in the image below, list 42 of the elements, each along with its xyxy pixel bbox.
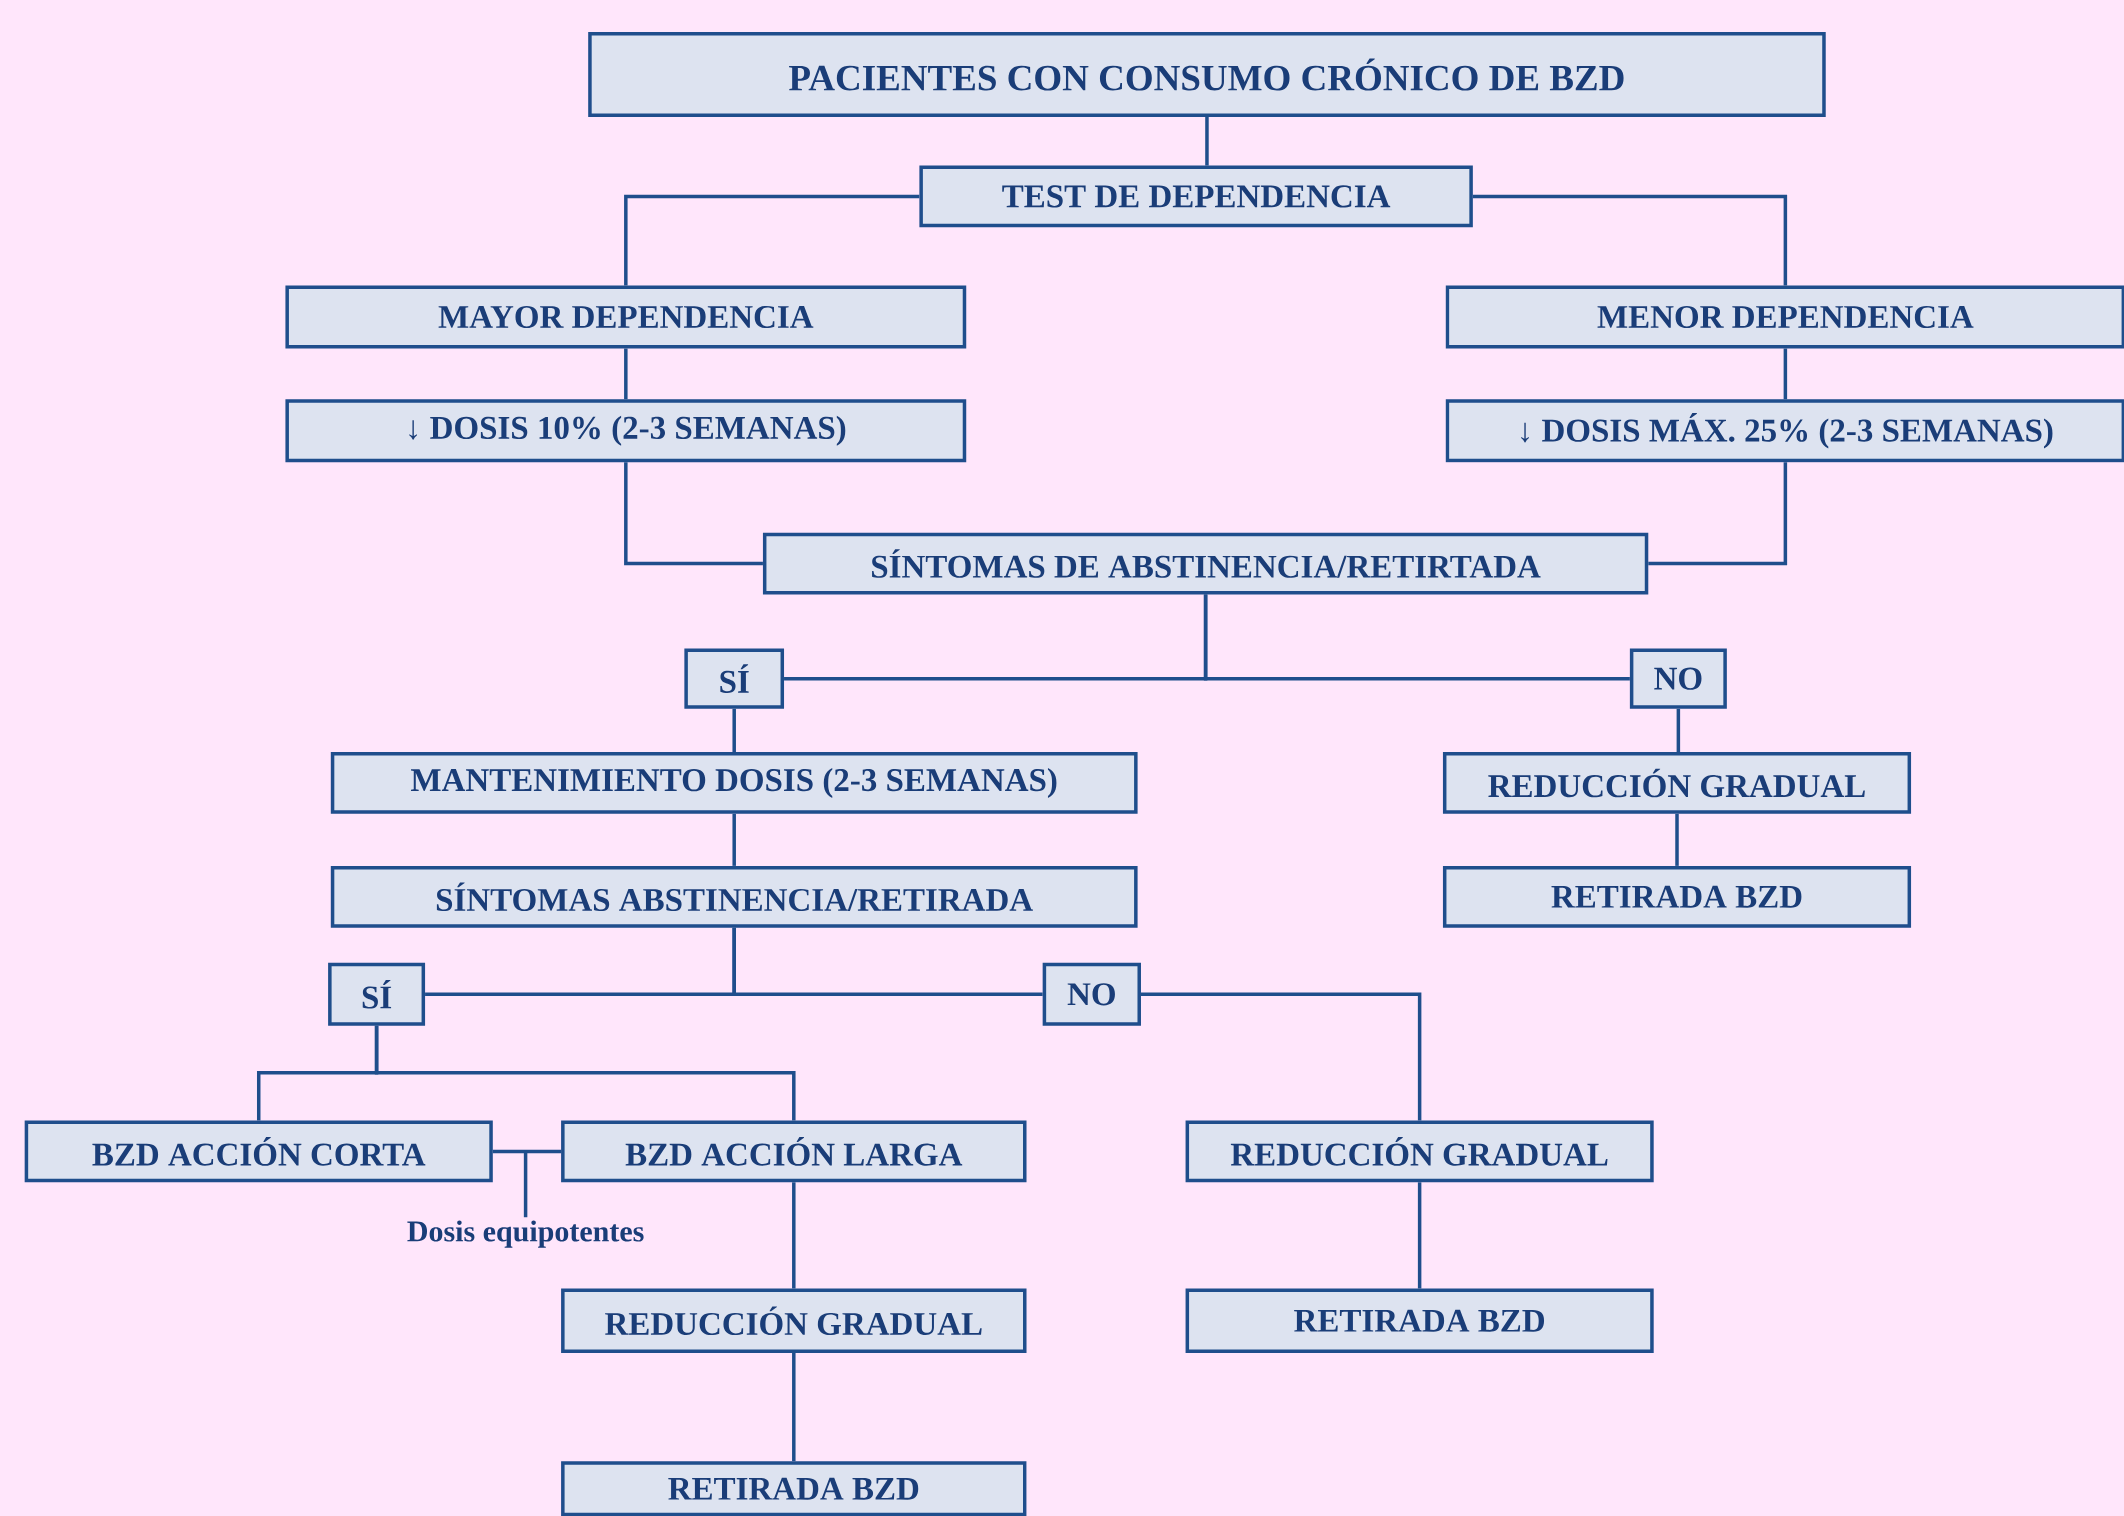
process-box: SÍ [328, 962, 426, 1026]
connector-line [624, 348, 628, 400]
process-box: MENOR DEPENDENCIA [1445, 285, 2124, 349]
connector-line [732, 708, 736, 753]
connector-line [1675, 813, 1679, 866]
connector-line [1417, 1182, 1422, 1289]
connector-line [1648, 462, 1788, 566]
connector-line [374, 1025, 796, 1121]
process-box: TEST DE DEPENDENCIA [919, 165, 1473, 228]
leader-line [523, 1151, 528, 1218]
connector-line [624, 194, 920, 286]
process-box: SÍNTOMAS DE ABSTINENCIA/RETIRTADA [762, 532, 1649, 595]
connector-line [1472, 194, 1788, 286]
connector-line [792, 1182, 796, 1289]
connector-line [492, 1149, 562, 1154]
process-box: REDUCCIÓN GRADUAL [1185, 1120, 1654, 1183]
connector-line [1203, 594, 1630, 681]
title-box: PACIENTES CON CONSUMO CRÓNICO DE BZD [588, 32, 1826, 117]
process-box: MAYOR DEPENDENCIA [285, 285, 967, 349]
connector-line [732, 927, 1043, 997]
process-box: NO [1629, 648, 1727, 709]
process-box: ↓ DOSIS 10% (2-3 SEMANAS) [285, 399, 967, 463]
connector-line [792, 1353, 796, 1462]
process-box: RETIRADA BZD [561, 1461, 1027, 1516]
process-box: RETIRADA BZD [1185, 1288, 1654, 1353]
connector-line [732, 813, 736, 866]
process-box: MANTENIMIENTO DOSIS (2-3 SEMANAS) [330, 752, 1138, 814]
process-box: REDUCCIÓN GRADUAL [561, 1288, 1027, 1353]
connector-line [1676, 708, 1681, 753]
process-box: BZD ACCIÓN LARGA [561, 1120, 1027, 1183]
process-box: BZD ACCIÓN CORTA [24, 1120, 493, 1183]
process-box: NO [1042, 962, 1141, 1026]
note-text: Dosis equipotentes [407, 1220, 644, 1248]
connector-line [1783, 348, 1788, 400]
process-box: RETIRADA BZD [1442, 865, 1912, 928]
connector-line [1141, 992, 1422, 1121]
process-box: ↓ DOSIS MÁX. 25% (2-3 SEMANAS) [1445, 399, 2124, 463]
process-box: SÍNTOMAS ABSTINENCIA/RETIRADA [330, 865, 1138, 928]
process-box: SÍ [684, 648, 785, 709]
connector-line [1205, 116, 1209, 166]
process-box: REDUCCIÓN GRADUAL [1442, 752, 1912, 814]
connector-line [624, 462, 763, 566]
